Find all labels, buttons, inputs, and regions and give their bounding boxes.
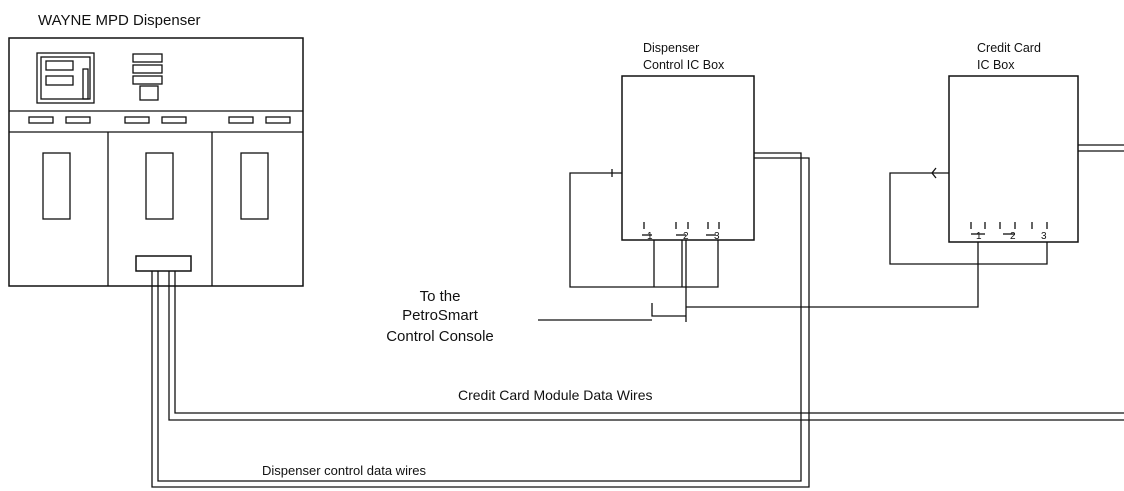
- control-box-loop-wire: [569, 172, 719, 288]
- dispenser-door-right: [240, 152, 269, 220]
- wire-routes: [151, 144, 1124, 488]
- control-box-title-line1: Dispenser: [643, 41, 699, 55]
- dispenser-title: WAYNE MPD Dispenser: [38, 12, 201, 29]
- control-box-terminal-3: 3: [714, 231, 720, 242]
- dispenser-body: [8, 37, 304, 287]
- credit-box-terminal-1: 1: [976, 231, 982, 242]
- dispenser-keypad-panel: [132, 53, 163, 101]
- credit-card-wire-inner: [174, 271, 1124, 414]
- credit-card-wire-label: Credit Card Module Data Wires: [458, 387, 653, 403]
- dispenser-junction-box: [135, 255, 192, 272]
- dispenser: WAYNE MPD Dispenser: [8, 12, 304, 287]
- dispenser-control-wire-label: Dispenser control data wires: [262, 463, 427, 478]
- credit-box-console-wire: [686, 264, 979, 308]
- credit-box-terminal-3: 3: [1041, 231, 1047, 242]
- credit-ic-box: Credit Card IC Box 1 2 3: [686, 41, 1079, 308]
- dispenser-door-left: [42, 152, 71, 220]
- control-ic-box: Dispenser Control IC Box 1 2 3: [569, 41, 755, 322]
- console-connection: To the PetroSmart Control Console: [386, 288, 652, 345]
- control-box-terminal-2: 2: [683, 231, 689, 242]
- control-box-terminal-1: 1: [647, 231, 653, 242]
- console-label-line2: PetroSmart: [402, 307, 479, 324]
- dispenser-display-panel: [36, 52, 95, 104]
- credit-box-body: [948, 75, 1079, 243]
- control-box-body: [621, 75, 755, 241]
- credit-box-loop-wire: [889, 172, 1048, 265]
- control-box-title-line2: Control IC Box: [643, 58, 725, 72]
- dispenser-control-wire-outer: [151, 157, 810, 488]
- control-box-side-connector: [611, 169, 622, 177]
- credit-box-title-line1: Credit Card: [977, 41, 1041, 55]
- dispenser-nozzle-slots: [28, 116, 291, 124]
- console-label-line1: To the: [420, 288, 461, 305]
- credit-box-terminal-2: 2: [1010, 231, 1016, 242]
- console-label-line3: Control Console: [386, 328, 494, 345]
- control-box-console-bracket: [651, 303, 686, 317]
- dispenser-control-wire-inner: [157, 152, 802, 482]
- credit-card-wire-outer: [168, 271, 1124, 421]
- credit-box-title-line2: IC Box: [977, 58, 1015, 72]
- dispenser-door-center: [145, 152, 174, 220]
- credit-box-terminal-ticks: [970, 222, 1048, 229]
- control-box-terminal-ticks: [643, 222, 720, 229]
- credit-box-side-connector: [931, 167, 949, 179]
